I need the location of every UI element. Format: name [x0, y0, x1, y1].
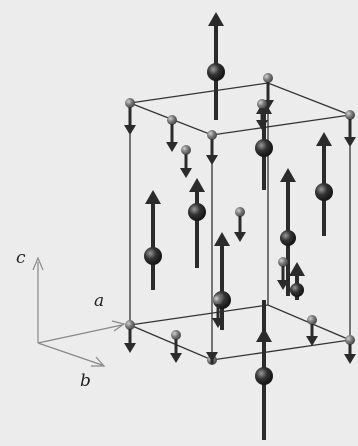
small-atom-11: [257, 99, 267, 109]
large-atom-8: [255, 367, 273, 385]
large-atom-5: [315, 183, 333, 201]
large-atom-7: [255, 139, 273, 157]
spin-down-arrowhead-5: [206, 155, 218, 165]
small-atom-5: [207, 130, 217, 140]
small-atom-9: [307, 315, 317, 325]
spin-down-arrowhead-10: [344, 354, 356, 364]
large-atom-6: [280, 230, 296, 246]
small-atom-4: [345, 110, 355, 120]
spin-down-arrowhead-11: [256, 120, 268, 130]
spin-down-arrowhead-7: [170, 353, 182, 363]
spin-up-arrowhead-3: [189, 178, 205, 192]
spin-up-arrowhead-4: [214, 232, 230, 246]
small-atom-12: [235, 207, 245, 217]
large-atom-1: [207, 63, 225, 81]
spin-down-arrowhead-2: [166, 142, 178, 152]
spin-arrows: [124, 12, 356, 440]
spin-up-arrowhead-5: [316, 132, 332, 146]
small-atom-13: [181, 145, 191, 155]
spin-down-arrowhead-1: [124, 125, 136, 135]
spin-up-arrowhead-1: [208, 12, 224, 26]
spin-down-arrowhead-6: [124, 343, 136, 353]
small-atom-6: [125, 320, 135, 330]
a-axis-line: [37, 324, 123, 344]
spin-up-arrowhead-6: [280, 168, 296, 182]
small-atom-1: [125, 98, 135, 108]
large-atom-2: [144, 247, 162, 265]
spin-down-arrowhead-14: [277, 280, 289, 290]
spin-down-arrowhead-12: [234, 232, 246, 242]
spin-down-arrowhead-15: [212, 318, 224, 328]
c-axis-arrowhead: [32, 256, 44, 271]
spin-up-arrowhead-2: [145, 190, 161, 204]
small-atom-3: [263, 73, 273, 83]
small-atom-15: [213, 295, 223, 305]
spin-column-arrowhead: [256, 328, 272, 342]
spin-down-arrowhead-8: [206, 352, 218, 362]
small-atom-7: [171, 330, 181, 340]
spin-down-arrowhead-4: [344, 137, 356, 147]
spin-down-arrowhead-13: [180, 168, 192, 178]
b-axis-label: b: [80, 371, 91, 391]
c-axis-label: c: [16, 248, 26, 268]
b-axis-arrowhead: [91, 356, 106, 367]
a-axis-label: a: [94, 291, 104, 311]
b-axis-line: [37, 342, 103, 366]
spin-up-arrowhead-9: [289, 262, 305, 276]
spin-down-arrowhead-9: [306, 336, 318, 346]
large-atom-3: [188, 203, 206, 221]
coordinate-axes: [32, 256, 126, 367]
a-axis-arrowhead: [111, 320, 126, 332]
large-atom-9: [290, 283, 304, 297]
small-atom-2: [167, 115, 177, 125]
small-atom-10: [345, 335, 355, 345]
small-atom-14: [278, 257, 288, 267]
